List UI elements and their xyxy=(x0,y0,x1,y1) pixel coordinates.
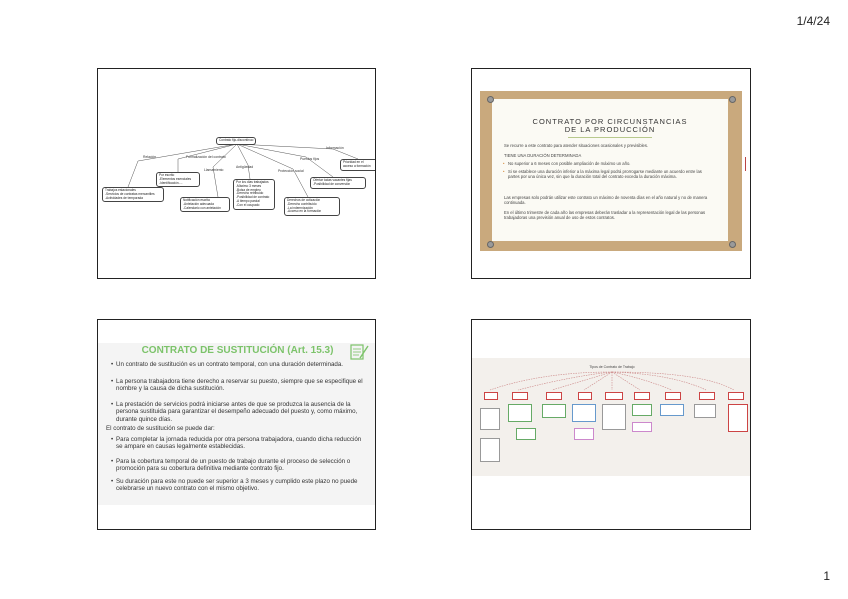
slide-title: CONTRATO DE SUSTITUCIÓN (Art. 15.3) xyxy=(141,345,334,356)
diagram-node xyxy=(546,392,562,400)
pin-icon xyxy=(487,96,494,103)
mindmap-node: Notificación escrita -Antelación adecuad… xyxy=(180,197,230,213)
diagram-node xyxy=(728,392,744,400)
paragraph: En el último trimestre de cada año las e… xyxy=(504,210,706,221)
slide-2-thumbnail[interactable]: CONTRATO POR CIRCUNSTANCIAS DE LA PRODUC… xyxy=(471,68,751,279)
pin-icon xyxy=(729,96,736,103)
pin-icon xyxy=(487,241,494,248)
mindmap-branch-label: Relación xyxy=(143,155,157,159)
bullet-item: Para completar la jornada reducida por o… xyxy=(111,436,368,451)
page-number: 1 xyxy=(823,569,830,583)
diagram-node xyxy=(634,392,650,400)
mindmap-branch-label: Formalización del contrato xyxy=(186,155,226,159)
diagram-node xyxy=(602,404,626,430)
paragraph: El contrato de sustitución se puede dar: xyxy=(106,425,215,432)
bullet-item: Un contrato de sustitución es un contrat… xyxy=(111,361,368,369)
diagram-node xyxy=(484,392,498,400)
mindmap-branch-label: Llamamiento xyxy=(204,168,224,172)
document-pen-icon xyxy=(350,344,369,360)
bullet-item: La prestación de servicios podrá iniciar… xyxy=(111,401,368,423)
slide-title: CONTRATO POR CIRCUNSTANCIAS xyxy=(532,117,688,126)
diagram-node xyxy=(574,428,594,440)
diagram-node xyxy=(660,404,684,416)
diagram-node xyxy=(542,404,566,418)
paper-note: CONTRATO POR CIRCUNSTANCIAS DE LA PRODUC… xyxy=(492,99,728,241)
diagram-node xyxy=(632,422,652,432)
diagram-node xyxy=(480,438,500,462)
slide-4-thumbnail[interactable]: Tipos de Contrato de Trabajo xyxy=(471,319,751,530)
slide-3-thumbnail[interactable]: CONTRATO DE SUSTITUCIÓN (Art. 15.3) Un c… xyxy=(97,319,376,530)
bullet-item: Su duración para este no puede ser super… xyxy=(111,478,368,493)
slide-marker xyxy=(745,157,746,171)
diagram-node xyxy=(480,408,500,430)
diagram-node xyxy=(572,404,596,422)
slide-1-thumbnail[interactable]: Contrato fijo-discontinuo Relación Forma… xyxy=(97,68,376,279)
diagram-node xyxy=(665,392,681,400)
corkboard-background: CONTRATO POR CIRCUNSTANCIAS DE LA PRODUC… xyxy=(480,91,742,251)
paragraph: Las empresas solo podrán utilizar este c… xyxy=(504,195,708,206)
diagram-node xyxy=(699,392,715,400)
mindmap-node: Ofertar todas vacantes fijas -Posibilida… xyxy=(310,177,366,189)
intro-text: Se recurre a este contrato para atender … xyxy=(504,143,649,148)
mindmap-branch-label: Puestos fijos xyxy=(300,157,320,161)
diagram-node xyxy=(508,404,532,422)
diagram-node xyxy=(694,404,716,418)
mindmap-node: Por los días trabajados -Máximo 3 meses … xyxy=(233,179,275,210)
diagram-node xyxy=(632,404,652,416)
slide-title: DE LA PRODUCCIÓN xyxy=(564,125,656,134)
pin-icon xyxy=(729,241,736,248)
mindmap-connectors xyxy=(127,143,359,198)
title-divider xyxy=(568,137,652,138)
diagram-node xyxy=(512,392,528,400)
mindmap-node: Por escrito -Elementos esenciales -Ident… xyxy=(156,172,200,188)
mindmap-node: Trabajos estacionales -Servicios de cont… xyxy=(102,187,164,203)
mindmap-branch-label: Información xyxy=(326,146,344,150)
mindmap-node: Prioridad en el acceso a formación xyxy=(340,159,375,171)
bullet-item: Si se establece una duración inferior a … xyxy=(503,169,714,179)
diagram-node xyxy=(605,392,623,400)
section-subtitle: TIENE UNA DURACIÓN DETERMINADA xyxy=(504,153,582,158)
mindmap-branch-label: Antigüedad xyxy=(236,165,254,169)
mindmap-branch-label: Protección social xyxy=(278,169,304,173)
bullet-item: Para la cobertura temporal de un puesto … xyxy=(111,458,368,473)
diagram-node xyxy=(578,392,592,400)
mindmap-node: Derechos de cotización -Derecho contribu… xyxy=(284,197,340,217)
bullet-item: No superior a 6 meses con posible amplia… xyxy=(503,161,714,166)
diagram-title: Tipos de Contrato de Trabajo xyxy=(589,365,635,369)
diagram-connectors xyxy=(489,371,735,391)
bullet-item: La persona trabajadora tiene derecho a r… xyxy=(111,378,368,393)
mindmap-root: Contrato fijo-discontinuo xyxy=(216,137,257,145)
diagram-node xyxy=(728,404,748,432)
diagram-node xyxy=(516,428,536,440)
document-date: 1/4/24 xyxy=(796,14,830,28)
